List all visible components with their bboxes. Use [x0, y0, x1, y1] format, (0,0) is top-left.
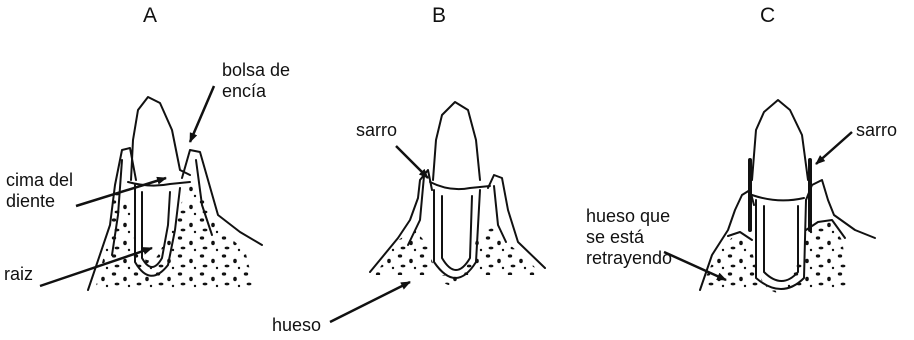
- label-tooth-crown: cima del diente: [6, 170, 73, 212]
- crown-line-a: [128, 182, 190, 186]
- bone-c: [700, 218, 850, 293]
- label-receding-bone: hueso que se está retrayendo: [586, 206, 672, 269]
- crown-b: [433, 102, 480, 180]
- tooth-c: [700, 100, 875, 293]
- pointer-gum-pocket: [190, 86, 214, 142]
- root-outer-b: [434, 190, 480, 278]
- crown-line-b: [430, 182, 490, 189]
- label-tartar-c: sarro: [856, 120, 897, 141]
- crown-c: [752, 100, 808, 180]
- pointer-tartar-c: [816, 132, 852, 164]
- pointer-tartar-b: [396, 146, 428, 178]
- label-tartar-b: sarro: [356, 120, 397, 141]
- crown-line-c: [752, 195, 804, 200]
- root-inner-c: [764, 206, 798, 281]
- label-root: raiz: [4, 264, 33, 285]
- root-inner-b: [442, 196, 472, 270]
- crown-a: [131, 97, 190, 180]
- pointer-bone-b: [330, 282, 410, 322]
- label-gum-pocket: bolsa de encía: [222, 60, 290, 102]
- label-bone-b: hueso: [272, 315, 321, 336]
